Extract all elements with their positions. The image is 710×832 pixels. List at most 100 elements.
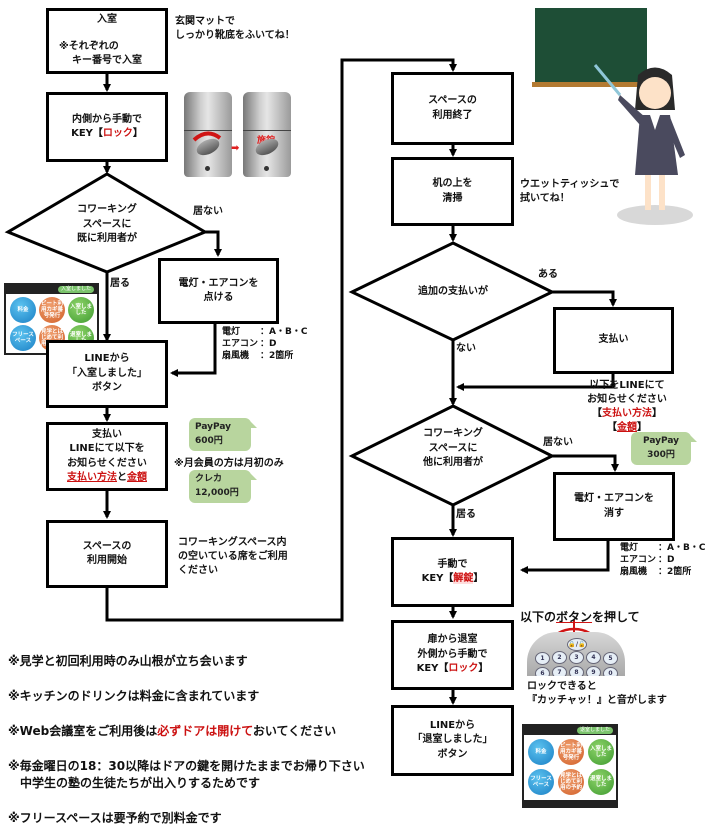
start-use-line1: スペースの: [82, 540, 132, 552]
payment-line1: 支払い: [92, 428, 122, 440]
note-text: ※キッチンのドリンクは料金に含まれています: [8, 689, 260, 703]
payment-line4: 支払い方法と金額: [67, 471, 147, 486]
step-payment: 支払い LINEにて以下を お知らせください 支払い方法と金額: [46, 422, 168, 491]
line-exit-line1: LINEから: [429, 719, 476, 731]
step-enter: 入室 ※それぞれの キー番号で入室: [46, 8, 168, 74]
keypad-photo: 🔒/🔓 1 2 3 4 5 6 7 8 9 0: [527, 632, 625, 676]
step-unlock: 手動で KEY【解錠】: [391, 537, 514, 607]
keypad-key-7: 7: [552, 666, 567, 676]
pay-extra-note-line1: 以下をLINEにて: [589, 380, 665, 391]
key-suffix: 】: [132, 128, 143, 139]
note-text: ※見学と初回利用時のみ山根が立ち会います: [8, 654, 248, 668]
note-4: ※毎金曜日の18：30以降はドアの鍵を開けたままでお帰り下さい: [8, 758, 365, 775]
keypad-key-3: 3: [569, 651, 584, 664]
lock-photo-before: [184, 92, 232, 177]
arrow-pay-to-merge: [456, 373, 615, 391]
note-3: ※Web会議室をご利用後は必ずドアは開けておいてください: [8, 723, 336, 740]
switch-off-row2-label: エアコン: [620, 555, 657, 566]
switch-row3-label: 扇風機: [222, 351, 250, 362]
pay-extra-note-method: 【支払い方法】: [587, 407, 667, 421]
keypad-key-6: 6: [535, 667, 550, 676]
bubble-card-label: クレカ: [195, 474, 223, 484]
bubble-paypay-label: PayPay: [195, 422, 232, 432]
bubble-card-amount: 12,000円: [195, 487, 239, 498]
pay-extra-amount: 金額: [616, 422, 637, 433]
step-enter-title: 入室: [97, 14, 117, 26]
pay-extra-note-line2: お知らせください: [587, 394, 667, 405]
exit-lock-key: KEY【ロック】: [417, 662, 489, 677]
bubble-paypay300-label: PayPay: [642, 436, 680, 446]
keypad-key-1: 1: [535, 652, 550, 665]
lights-off-line2: 消す: [604, 507, 624, 519]
pay-extra-line1: 支払い: [598, 334, 629, 346]
unlock-key: KEY【解錠】: [422, 572, 484, 587]
lock-photo-after: 施錠: [243, 92, 291, 177]
arrow-absent-to-lights: [205, 230, 222, 257]
step-start-use: スペースの 利用開始: [46, 520, 168, 588]
step-lock-inside: 内側から手動で KEY【ロック】: [46, 92, 168, 162]
switch-off-row1-value: ：A・B・C: [658, 543, 706, 553]
enter-tip-line2: しっかり靴底をふいてね！: [175, 30, 295, 41]
step-clean: 机の上を 清掃: [391, 157, 514, 226]
keypad-key-8: 8: [569, 666, 584, 676]
switch-off-row1-label: 電灯: [620, 543, 639, 553]
key-action: ロック: [448, 663, 479, 675]
note-text-post: おいてください: [252, 724, 337, 738]
clean-line2: 清掃: [442, 192, 463, 204]
monthly-member-note: ※月会員の方は月初のみ: [174, 458, 284, 469]
pay-extra-note-amount: 【金額】: [587, 421, 667, 435]
blackboard-illustration: [535, 8, 647, 82]
keypad-key-2: 2: [552, 651, 567, 664]
enter-tip-line1: 玄関マットで: [175, 16, 235, 27]
branch-present-right-label: 居る: [456, 509, 476, 520]
step-end-use: スペースの 利用終了: [391, 72, 514, 145]
step-lights-on: 電灯・エアコンを 点ける: [158, 258, 279, 324]
payment-method: 支払い方法: [67, 472, 117, 483]
decision-occupied-line3: 既に利用者が: [77, 233, 137, 244]
lights-off-line1: 電灯・エアコンを: [574, 493, 654, 504]
enter-tip: 玄関マットで しっかり靴底をふいてね！: [175, 15, 295, 43]
decision-occupied-line1: コワーキング: [77, 204, 137, 215]
exit-lock-line2: 外側から手動で: [417, 648, 488, 660]
keypad-note: ロックできると 『カッチャッ！』と音がします: [527, 680, 667, 708]
decision-others-line1: コワーキング: [423, 428, 483, 439]
key-suffix: 】: [473, 573, 484, 584]
line-exit-line2: 「退室しました」: [412, 734, 493, 746]
arrow-lights-to-line: [170, 322, 217, 377]
switch-row1-label: 電灯: [222, 327, 241, 337]
clean-tip: ウエットティッシュで 拭いてね！: [520, 178, 619, 206]
exit-lock-line1: 扉から退室: [427, 634, 478, 646]
end-use-line1: スペースの: [428, 95, 477, 106]
decision-others-line2: スペースに: [428, 442, 478, 454]
keypad-note-line2: 『カッチャッ！』と音がします: [527, 695, 667, 706]
branch-absent-label: 居ない: [193, 206, 223, 217]
start-use-tip: コワーキングスペース内 の空いている席をご利用 ください: [178, 536, 288, 578]
key-action: 解錠: [453, 573, 474, 584]
line-menu-pill: 退室しました: [576, 727, 613, 734]
note-1: ※見学と初回利用時のみ山根が立ち会います: [8, 653, 248, 670]
step-enter-note2: キー番号で入室: [72, 55, 142, 67]
switch-row2-label: エアコン: [222, 339, 259, 350]
line-menu-enter: 入室しました: [68, 297, 94, 323]
keypad-header: 以下のボタンを押して: [520, 609, 640, 626]
keypad-lock-key: 🔒/🔓: [567, 638, 587, 651]
bracket-close: 】: [651, 408, 662, 419]
step-lock-inside-key: KEY【ロック】: [71, 127, 143, 142]
switch-off-row2-value: ：D: [658, 555, 675, 566]
payment-line2: LINEにて以下を: [69, 443, 145, 454]
lights-on-line2: 点ける: [203, 292, 234, 303]
note-highlight: 必ずドアは開けて: [157, 724, 253, 738]
note-4b: 中学生の塾の生徒たちが出入りするためです: [8, 775, 260, 792]
key-prefix: KEY【: [416, 663, 449, 675]
pay-extra-method: 支払い方法: [601, 408, 652, 419]
bracket-close: 】: [636, 422, 647, 433]
bracket-open: 【: [591, 408, 602, 419]
switch-off-row3-value: ：2箇所: [658, 567, 692, 578]
payment-amount: 金額: [127, 472, 147, 483]
start-use-line2: 利用開始: [87, 555, 127, 566]
clean-tip-line2: 拭いてね！: [520, 193, 570, 204]
line-menu-enter: 入室しました: [588, 739, 614, 765]
blackboard-ledge: [532, 82, 654, 87]
arrow-lightsoff-to-unlock: [520, 540, 610, 574]
keypad-header-post: を押して: [592, 610, 640, 624]
